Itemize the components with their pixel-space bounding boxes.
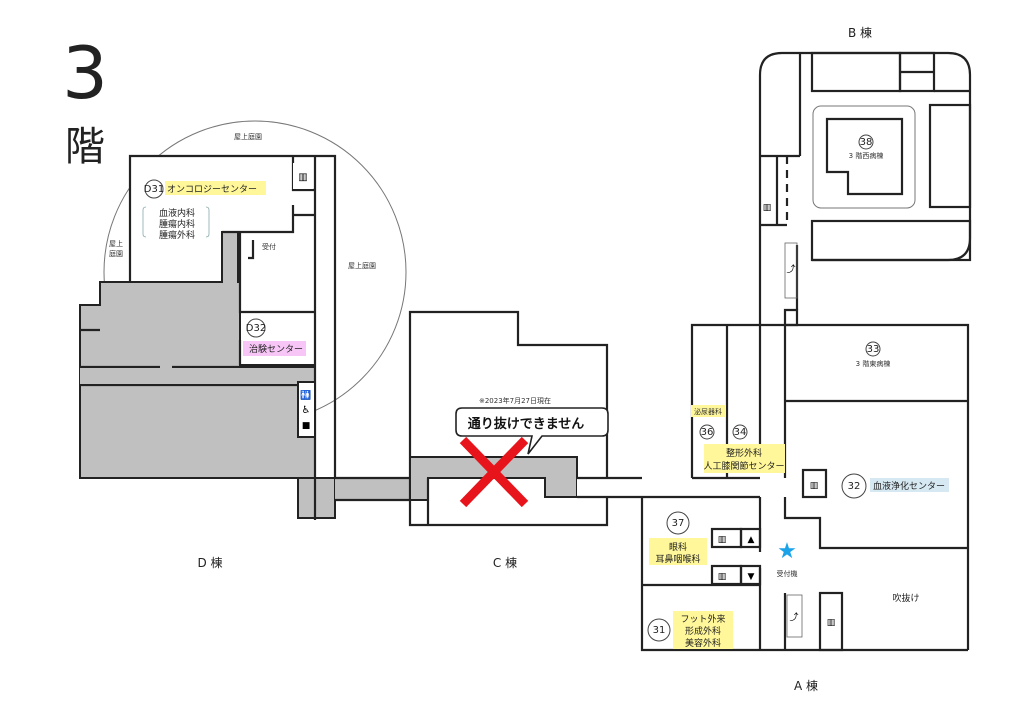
room-name-37: 耳鼻咽喉科 [655, 553, 700, 565]
room-number-circle [246, 318, 266, 338]
date-note: ※2023年7月27日現在 [479, 396, 551, 405]
elevator-icon: ▥ [827, 618, 836, 628]
ostomate-icon: ■ [302, 421, 311, 431]
room-name-32: 血液浄化センター [873, 480, 945, 492]
building-label-d: D 棟 [197, 555, 222, 570]
highlight [649, 538, 707, 565]
room-number-circle [865, 341, 881, 357]
room-number-circle [647, 618, 671, 642]
building-label-b: B 棟 [848, 25, 872, 40]
escalator-icon: ⤴ [789, 611, 798, 623]
highlight [704, 444, 785, 473]
blocked-cross-icon [459, 436, 529, 508]
elevator-icon: ▥ [810, 481, 819, 491]
urology-label: 泌尿器科 [694, 407, 722, 416]
room-number-38: 38 [860, 137, 873, 148]
escalator-icon: ⤴ [786, 263, 795, 275]
rooftop-garden-label: 屋上 [109, 239, 123, 248]
notice-callout [455, 407, 609, 455]
room-number-37: 37 [672, 518, 685, 529]
room-name-d32: 治験センター [249, 343, 303, 355]
room-name-34: 整形外科 [726, 447, 762, 459]
room-number-31: 31 [653, 625, 666, 636]
room-number-circle [841, 473, 867, 499]
room-number-circle [699, 424, 715, 440]
highlight [243, 341, 306, 356]
restroom-icon: 🚻 [300, 389, 311, 401]
bracket [142, 206, 210, 238]
room-name-31: 形成外科 [685, 625, 721, 637]
room-name-31: 美容外科 [685, 637, 721, 649]
room-name-38: 3 階西病棟 [849, 151, 884, 160]
room-number-circle [858, 134, 874, 150]
room-name-34: 人工膝関節センター [703, 460, 784, 472]
room-number-circle [732, 424, 748, 440]
c-building [408, 310, 642, 527]
elevator-icon: ▥ [298, 172, 307, 183]
room-number-d32: D32 [246, 323, 266, 334]
elevator-icon: ▥ [763, 203, 772, 213]
highlight [870, 478, 949, 492]
atrium-label: 吹抜け [892, 592, 919, 604]
room-number-36: 36 [701, 427, 714, 438]
a-building: ▥ ▥ ▥ ▥ ▲ ▼ ⤴ [640, 308, 970, 652]
rooftop-garden-label: 屋上庭園 [348, 261, 376, 270]
floor-kanji: 階 [65, 124, 105, 170]
kiosk-label: 受付機 [777, 569, 798, 578]
b-building: ▥ ⤴ [758, 51, 972, 325]
d-building: ▥ 🚻 ♿ ■ [79, 154, 411, 520]
room-number-33: 33 [867, 344, 880, 355]
womens-restroom-icon: ▲ [748, 535, 755, 545]
room-name-d31: オンコロジーセンター [167, 184, 257, 195]
room-number-circle [144, 179, 164, 199]
department-label: 腫瘍内科 [159, 218, 195, 230]
highlight [165, 181, 266, 195]
reception-label: 受付 [262, 242, 276, 251]
highlight [673, 611, 733, 649]
floor-number: 3 [62, 31, 108, 115]
room-number-34: 34 [734, 427, 747, 438]
room-name-37: 眼科 [669, 541, 687, 553]
building-label-a: A 棟 [794, 678, 818, 693]
current-location-star-icon: ★ [777, 539, 797, 564]
elevator-icon: ▥ [718, 572, 727, 582]
rooftop-garden-label: 屋上庭園 [234, 132, 262, 141]
accessible-toilet-icon: ♿ [302, 405, 311, 416]
highlight [691, 405, 726, 417]
elevator-icon: ▥ [718, 535, 727, 545]
department-label: 血液内科 [159, 207, 195, 219]
room-name-31: フット外来 [680, 613, 725, 625]
mens-restroom-icon: ▼ [748, 572, 755, 582]
department-label: 腫瘍外科 [159, 229, 195, 241]
building-label-c: C 棟 [493, 555, 517, 570]
rooftop-garden-label: 庭園 [109, 249, 123, 258]
room-number-32: 32 [848, 481, 861, 492]
room-name-33: 3 階東病棟 [856, 359, 891, 368]
room-number-circle [666, 511, 690, 535]
room-number-d31: D31 [144, 184, 164, 195]
no-passage-notice: 通り抜けできません [468, 416, 585, 432]
